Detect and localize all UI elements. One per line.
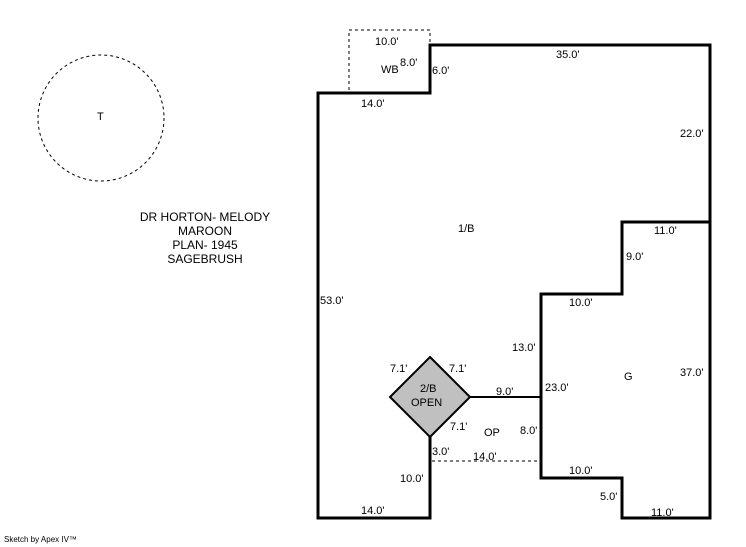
dim-label: 22.0': [680, 128, 704, 140]
note-line: PLAN- 1945: [172, 238, 238, 252]
dim-label: 11.0': [654, 225, 677, 237]
dim-label: 11.0': [651, 507, 674, 519]
dim-label: 53.0': [320, 295, 344, 307]
dim-label: 8.0': [400, 57, 417, 69]
note-line: SAGEBRUSH: [167, 252, 243, 266]
dim-label: 23.0': [545, 382, 569, 394]
area-open: OPEN: [411, 397, 442, 409]
dim-label: 13.0': [512, 342, 536, 354]
dim-label: 10.0': [569, 465, 593, 477]
dim-label: 3.0': [432, 446, 449, 458]
dim-label: 10.0': [569, 297, 593, 309]
second-story-diamond: [388, 355, 472, 439]
area-wb: WB: [381, 64, 399, 76]
dim-label: 14.0': [361, 505, 385, 517]
dim-label: 9.0': [626, 251, 643, 263]
main-outline: [316, 43, 712, 520]
area-2b: 2/B: [420, 383, 437, 395]
tree-circle: [37, 54, 165, 182]
dim-label: 6.0': [432, 65, 449, 77]
dim-label: 9.0': [496, 386, 513, 398]
dim-label: 7.1': [390, 363, 407, 375]
note-line: DR HORTON- MELODY: [139, 210, 271, 224]
dim-label: 10.0': [375, 36, 399, 48]
dim-label: 8.0': [520, 425, 537, 437]
area-garage: G: [624, 371, 633, 383]
dim-label: 35.0': [556, 49, 580, 61]
area-main: 1/B: [458, 223, 475, 235]
tree-label: T: [97, 111, 104, 123]
area-op: OP: [484, 427, 500, 439]
sketch-credit: Sketch by Apex IV™: [4, 535, 77, 544]
dim-label: 7.1': [450, 421, 467, 433]
dim-label: 37.0': [680, 367, 704, 379]
dim-label: 5.0': [600, 491, 617, 503]
dim-label: 10.0': [400, 473, 424, 485]
dim-label: 7.1': [449, 363, 466, 375]
dim-label: 14.0': [361, 98, 385, 110]
note-line: MAROON: [178, 224, 232, 238]
dim-label: 14.0': [473, 451, 497, 463]
property-notes: DR HORTON- MELODY MAROON PLAN- 1945 SAGE…: [120, 210, 290, 266]
